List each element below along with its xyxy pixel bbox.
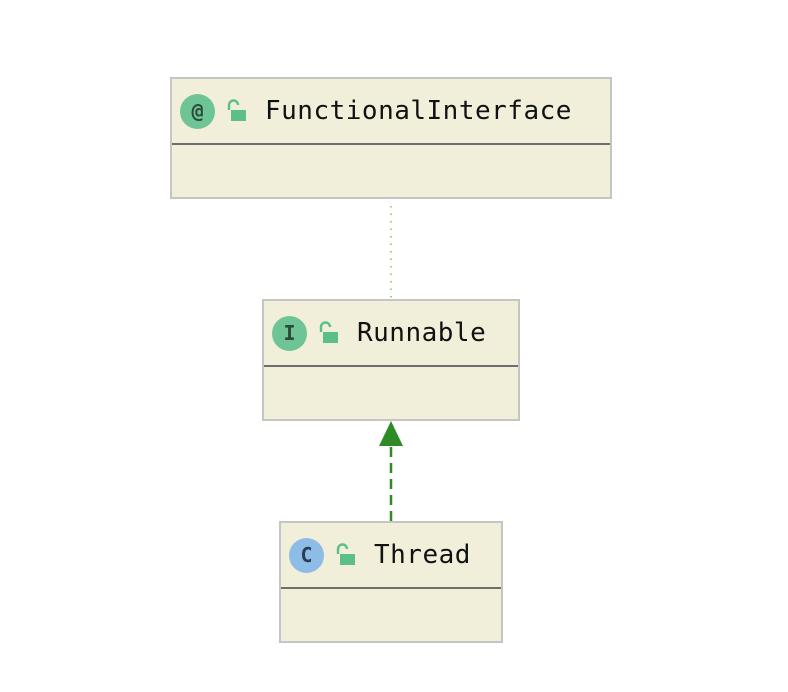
- node-title: FunctionalInterface: [265, 96, 572, 126]
- node-thread[interactable]: C Thread: [279, 521, 503, 643]
- interface-icon: I: [272, 315, 307, 351]
- unlocked-icon: [227, 99, 246, 121]
- node-title: Thread: [374, 540, 471, 570]
- node-functional-interface[interactable]: @ FunctionalInterface: [170, 77, 612, 199]
- node-title: Runnable: [357, 318, 487, 348]
- node-thread-header: C Thread: [281, 523, 501, 589]
- annotation-icon: @: [180, 93, 215, 129]
- unlocked-icon: [336, 543, 355, 565]
- unlocked-icon: [319, 321, 338, 343]
- class-icon: C: [289, 537, 324, 573]
- implements-arrowhead: [379, 421, 403, 446]
- node-runnable[interactable]: I Runnable: [262, 299, 520, 421]
- node-runnable-header: I Runnable: [264, 301, 518, 367]
- node-functional-interface-header: @ FunctionalInterface: [172, 79, 610, 145]
